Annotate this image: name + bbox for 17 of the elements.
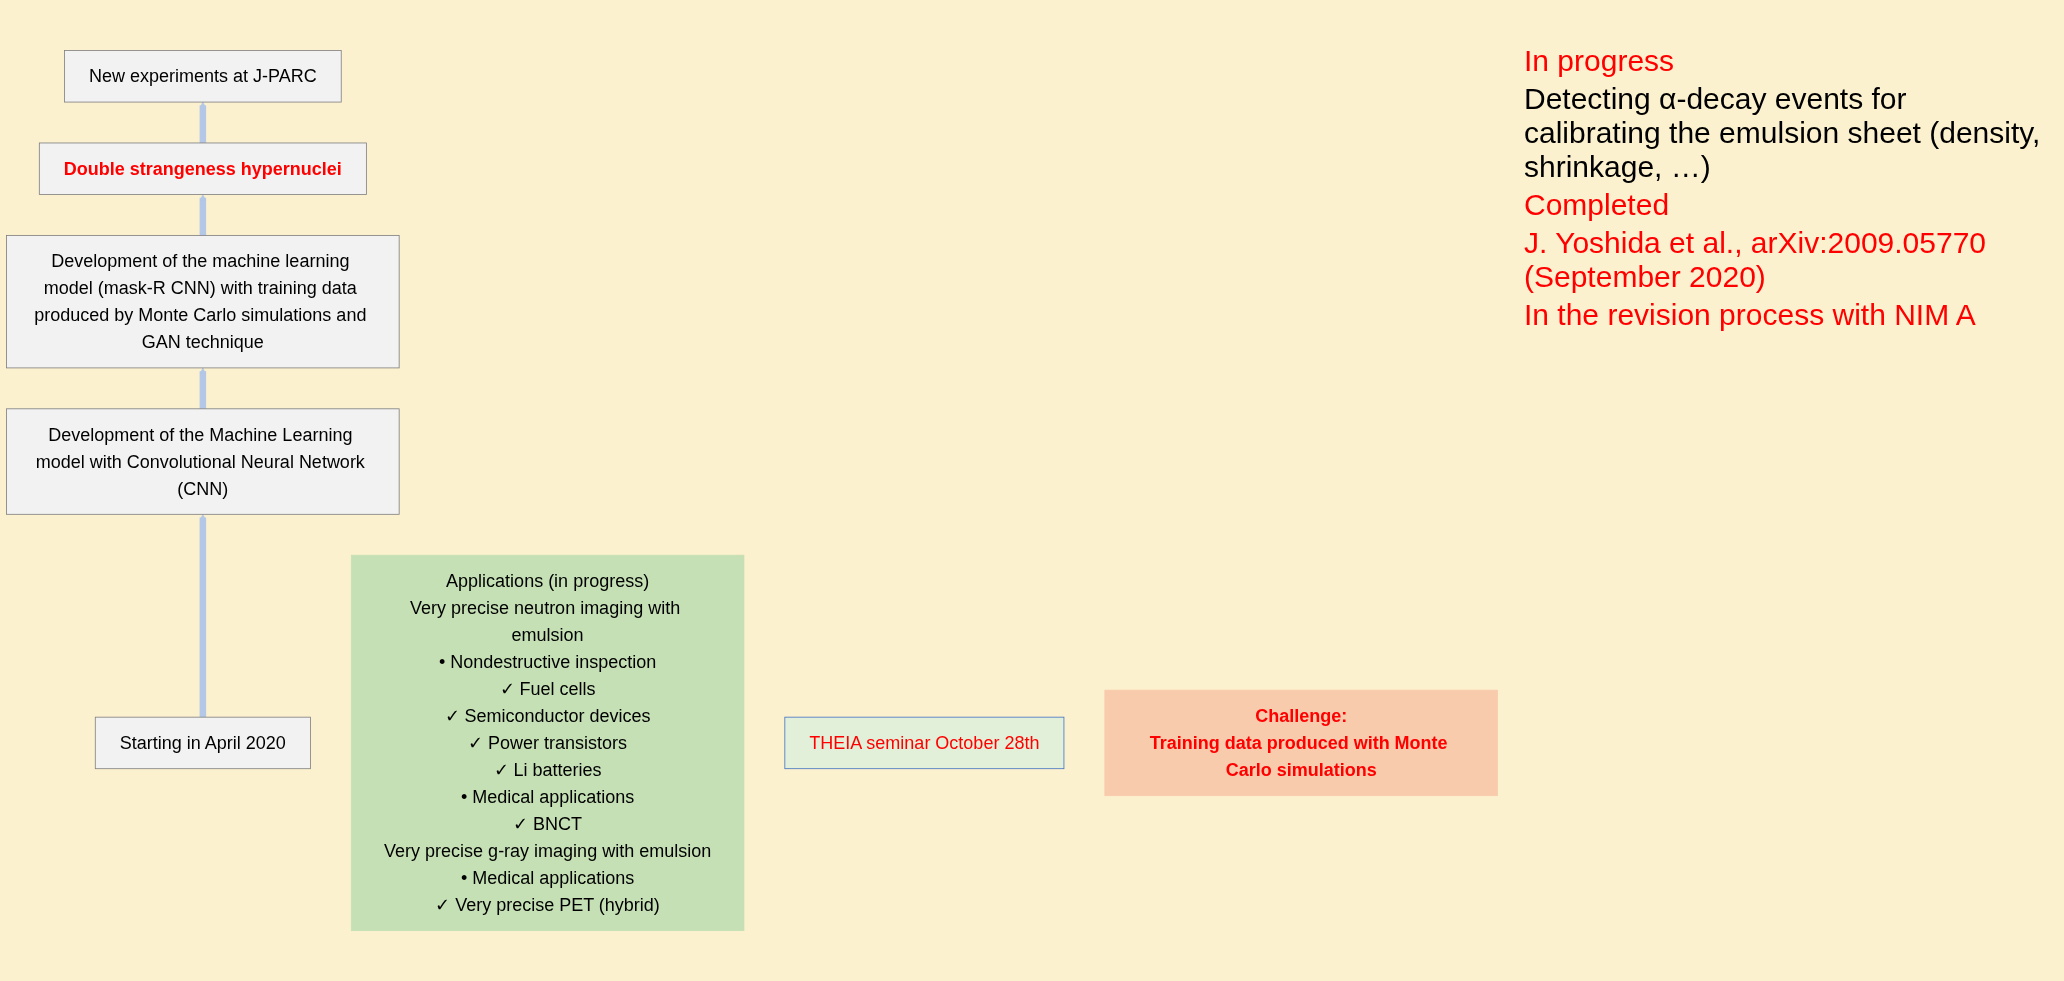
- node-box: Starting in April 2020: [94, 716, 311, 769]
- node-box: Development of the machine learning model (mask-R CNN) with training data produced by Monte Carlo simulations and GAN technique: [6, 234, 400, 369]
- arrow: [199, 101, 207, 143]
- node-box: Challenge: Training data produced with Monte Carlo simulations: [1104, 689, 1498, 796]
- status-note: Detecting α-decay events for calibrating the emulsion sheet (density, shrinkage, …): [1524, 82, 2042, 184]
- status-note: In progress: [1524, 44, 1676, 78]
- node-box: Development of the Machine Learning model with Convolutional Neural Network (CNN): [6, 408, 400, 515]
- arrow: [199, 367, 207, 409]
- node-box: Applications (in progress) Very precise neutron imaging with emulsion • Nondestructive inspection ✓ Fuel cells ✓ Semiconductor devices ✓ Power transistors ✓ Li batteries • Medical applications ✓ BNCT Very precise g-ray imaging with emulsion • Medical applications ✓ Very precise PET (hybrid): [350, 554, 745, 931]
- arrow: [199, 194, 207, 236]
- arrow: [199, 513, 207, 718]
- status-note: Completed: [1524, 188, 1671, 222]
- status-note: J. Yoshida et al., arXiv:2009.05770 (September 2020): [1524, 226, 1987, 294]
- status-note: In the revision process with NIM A: [1524, 298, 1977, 332]
- node-box: THEIA seminar October 28th: [784, 716, 1065, 769]
- node-box: Double strangeness hypernuclei: [38, 142, 367, 195]
- node-box: New experiments at J-PARC: [64, 50, 342, 103]
